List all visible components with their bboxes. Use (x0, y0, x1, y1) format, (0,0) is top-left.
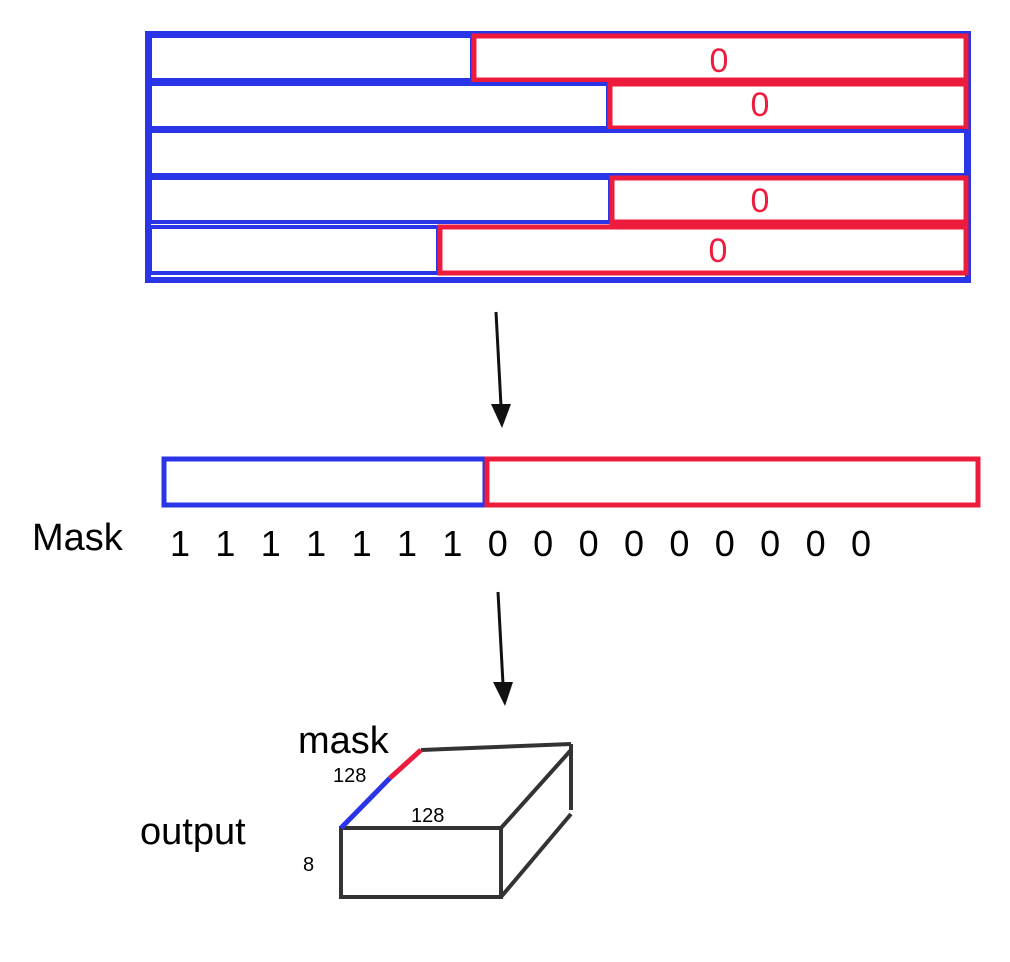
mask-row-label: Mask (32, 517, 124, 559)
row-5-padding (437, 224, 969, 276)
mask-digit: 1 (215, 523, 235, 564)
output-box-depth-edge-valid (339, 776, 392, 830)
padded-batch: 0 0 0 0 (145, 31, 971, 283)
mask-digit: 0 (760, 523, 780, 564)
mask-digit: 1 (306, 523, 326, 564)
row-4-padding (609, 175, 969, 225)
output-box-top-right-edge (499, 748, 573, 830)
output-box-width-label: 128 (411, 805, 444, 827)
mask-digit: 1 (397, 523, 417, 564)
output-label: output (140, 811, 246, 853)
row-2-pad-label: 0 (751, 86, 770, 124)
row-1-padding (471, 33, 969, 83)
output-box-depth-edge-mask (388, 748, 423, 780)
arrow-down-1 (491, 311, 511, 428)
mask-digit: 0 (806, 523, 826, 564)
mask-digit: 1 (352, 523, 372, 564)
arrow-down-2 (493, 591, 513, 706)
mask-digit: 0 (715, 523, 735, 564)
mask-digit: 0 (851, 523, 871, 564)
mask-digit: 1 (170, 523, 190, 564)
row-4-valid (148, 176, 612, 224)
mask-bar (161, 456, 981, 508)
mask-digit: 1 (442, 523, 462, 564)
mask-digit: 1 (261, 523, 281, 564)
output-box-height-label: 8 (303, 854, 314, 876)
mask-bar-valid (161, 456, 488, 508)
mask-bar-padding (484, 456, 981, 508)
output-box-depth-label: 128 (333, 765, 366, 787)
output-box-top-back-edge (420, 742, 572, 752)
batch-frame (145, 31, 971, 283)
row-1-pad-label: 0 (710, 42, 729, 80)
row-1-valid (148, 34, 474, 82)
row-5-valid (148, 225, 440, 275)
row-2-padding (607, 81, 969, 131)
mask-digit: 0 (488, 523, 508, 564)
output-box-front (339, 826, 503, 899)
output-box: mask 128 128 output 8 (140, 720, 573, 899)
row-5-pad-label: 0 (709, 232, 728, 270)
row-3-valid (148, 129, 968, 177)
mask-digit: 0 (669, 523, 689, 564)
output-box-bottom-right-edge (499, 812, 573, 899)
output-box-mask-label: mask (298, 720, 390, 762)
mask-digit: 0 (579, 523, 599, 564)
row-2-valid (148, 82, 610, 130)
row-4-pad-label: 0 (751, 182, 770, 220)
mask-digit: 0 (533, 523, 553, 564)
mask-digit: 0 (624, 523, 644, 564)
